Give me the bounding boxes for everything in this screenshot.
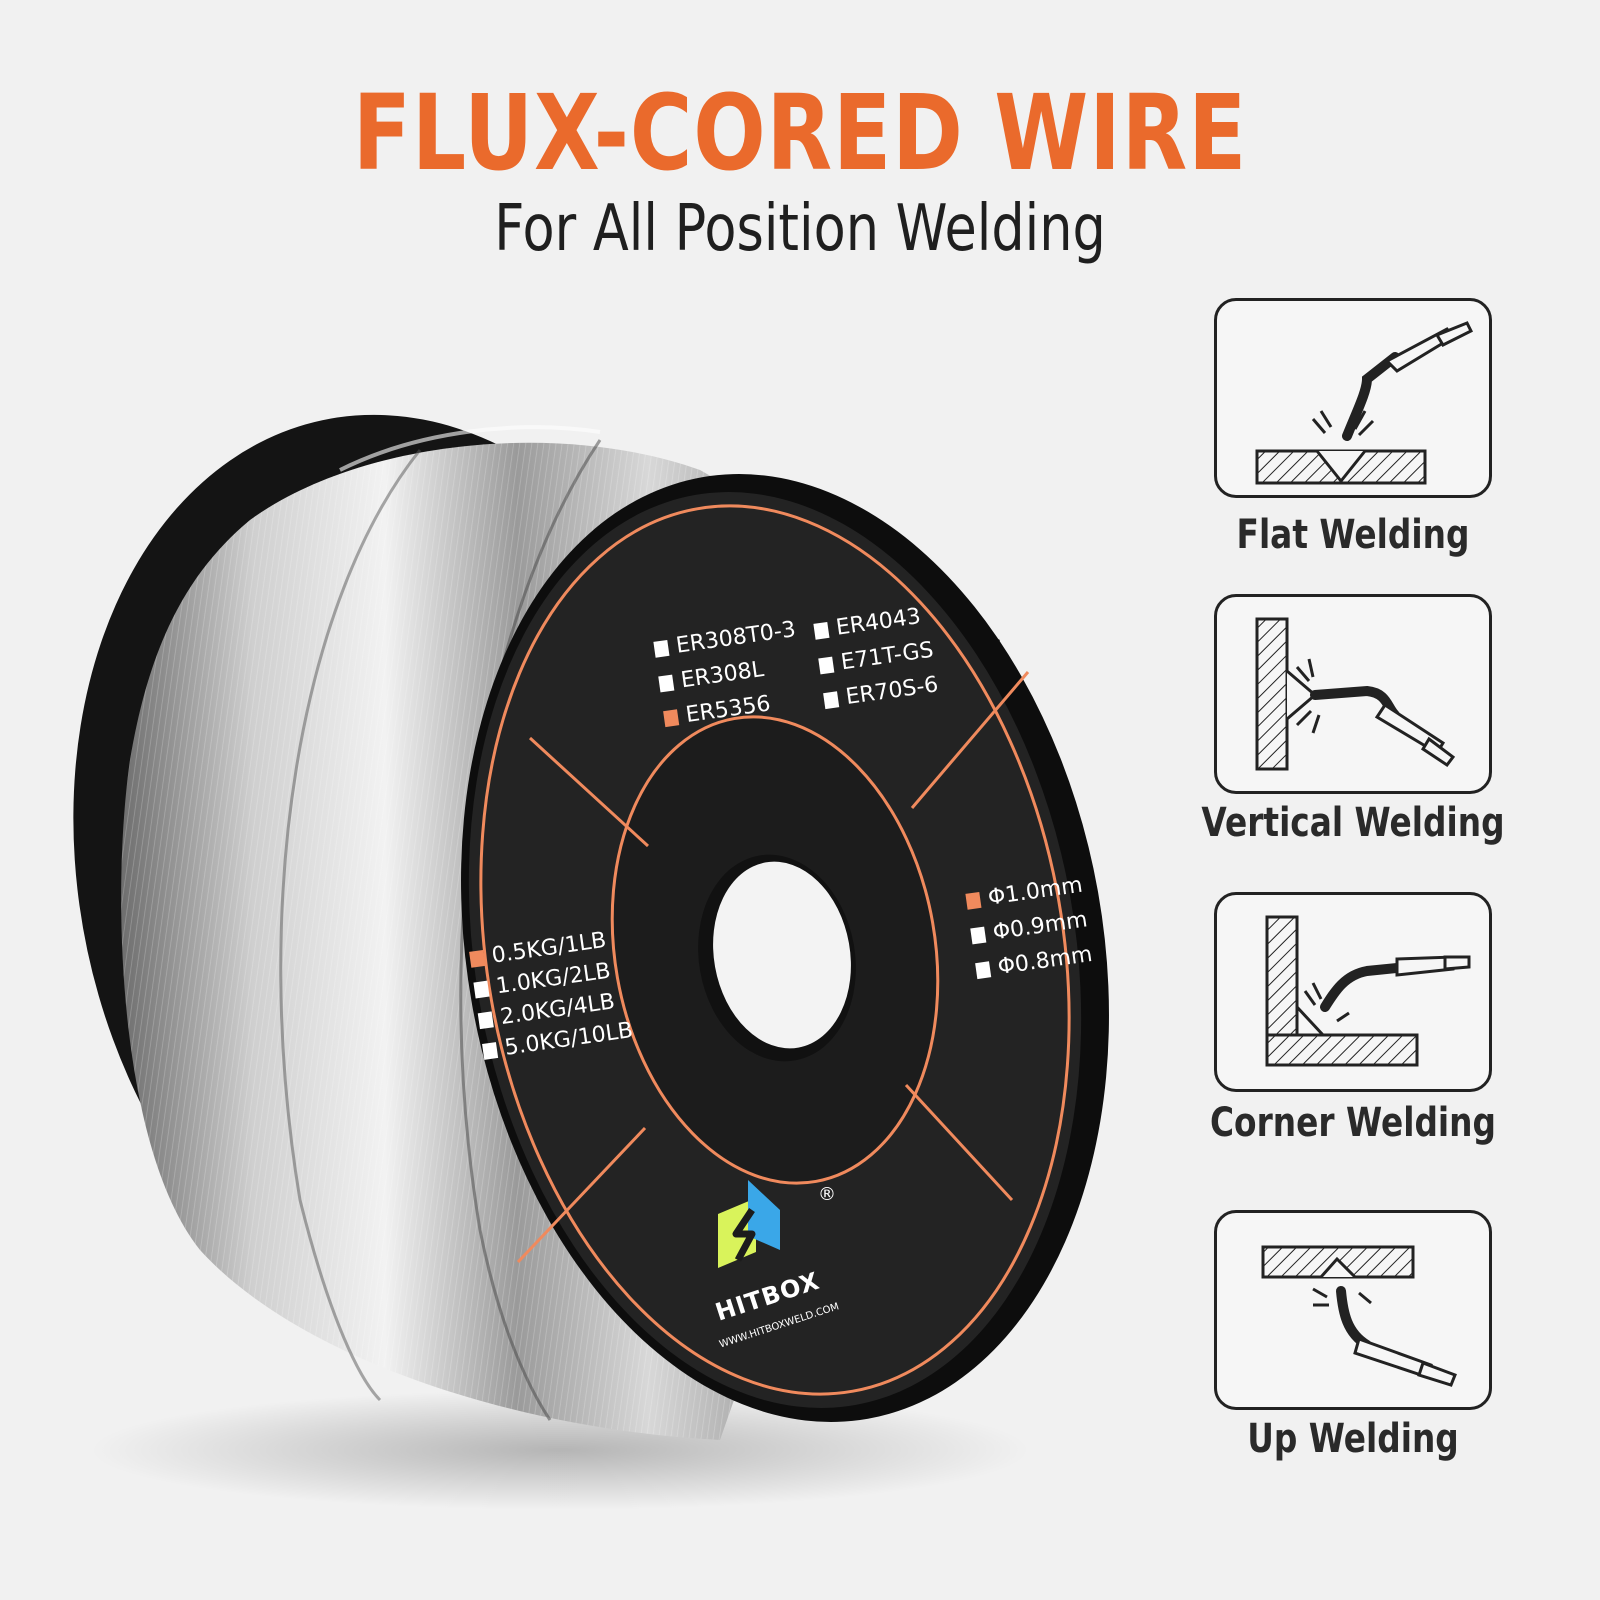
flat-welding-icon [1255, 321, 1474, 485]
flat-welding-card [1214, 298, 1492, 498]
flat-welding-label: Flat Welding [1236, 512, 1470, 558]
vertical-welding-label: Vertical Welding [1201, 800, 1505, 846]
headline-subtitle: For All Position Welding [494, 192, 1106, 266]
vertical-welding-icon [1255, 617, 1456, 771]
corner-welding-label: Corner Welding [1209, 1100, 1497, 1146]
hitbox-logo-icon [718, 1180, 780, 1268]
front-flange [461, 474, 1109, 1422]
up-welding-card [1214, 1210, 1492, 1410]
corner-welding-card [1214, 892, 1492, 1092]
up-welding-label: Up Welding [1247, 1416, 1459, 1462]
corner-welding-icon [1265, 915, 1471, 1067]
headline-title: FLUX-CORED WIRE [352, 72, 1248, 194]
up-welding-icon [1261, 1245, 1457, 1387]
vertical-welding-card [1214, 594, 1492, 794]
